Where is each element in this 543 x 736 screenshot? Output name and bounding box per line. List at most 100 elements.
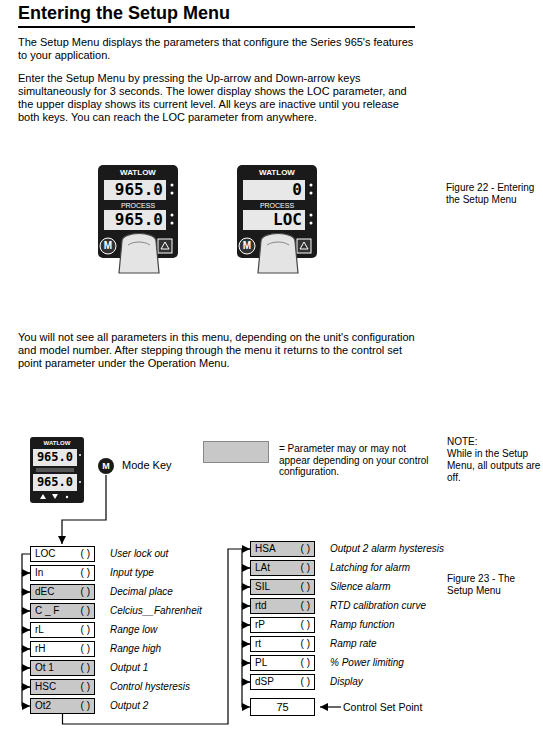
parameter-description: Control hysteresis [110, 681, 190, 693]
flow-arrow [242, 682, 250, 707]
small-controller [30, 437, 84, 503]
parameter-code: rP [255, 619, 265, 631]
flow-arrow [242, 644, 250, 663]
parameter-description: Output 2 [110, 700, 148, 712]
parameter-box: LAt( )Latching for alarm [250, 560, 315, 576]
legend-text: = Parameter may or may not appear depend… [279, 443, 439, 478]
flow-arrow [242, 587, 250, 606]
parameter-code: rL [35, 624, 44, 636]
parameter-box: PL( )% Power limiting [250, 655, 315, 671]
setpoint-value: 75 [276, 701, 288, 713]
legend-swatch [203, 441, 269, 463]
figure-caption: Figure 22 - Entering the Setup Menu [446, 182, 541, 206]
paragraph: You will not see all parameters in this … [18, 331, 418, 370]
parameter-value: ( ) [301, 600, 310, 612]
parameter-value: ( ) [81, 643, 90, 655]
parameter-description: Latching for alarm [330, 562, 410, 574]
parameter-value: ( ) [81, 548, 90, 560]
key-name: Mode Key [122, 459, 212, 472]
flow-arrow [22, 554, 30, 573]
parameter-description: User lock out [110, 548, 168, 560]
parameter-box: rL( )Range low [30, 622, 95, 638]
parameter-code: C _ F [35, 605, 59, 617]
key-label: M [98, 460, 114, 472]
figure-caption: Figure 23 - The Setup Menu [447, 573, 542, 597]
setpoint-box: 75Control Set Point [250, 698, 315, 716]
controller-illustration [98, 165, 178, 273]
parameter-value: ( ) [301, 581, 310, 593]
brand-name: WATLOW [30, 438, 84, 448]
parameter-box: LOC( )User lock out [30, 546, 95, 562]
display-value: 965.0 [33, 450, 76, 465]
flow-arrow [22, 687, 30, 706]
flow-arrow [22, 649, 30, 668]
parameter-description: % Power limiting [330, 657, 404, 669]
parameter-value: ( ) [81, 605, 90, 617]
flow-arrow [22, 611, 30, 630]
parameter-code: In [35, 567, 43, 579]
parameter-description: Silence alarm [330, 581, 391, 593]
display-value: 965.0 [33, 475, 76, 490]
parameter-box: HSC( )Control hysteresis [30, 679, 95, 695]
parameter-value: ( ) [81, 700, 90, 712]
flow-arrow [242, 663, 250, 682]
key-label: M [100, 240, 116, 252]
parameter-box: HSA( )Output 2 alarm hysteresis [250, 541, 315, 557]
parameter-code: SIL [255, 581, 270, 593]
flow-arrow [242, 606, 250, 625]
parameter-description: Ramp rate [330, 638, 377, 650]
parameter-description: Ramp function [330, 619, 394, 631]
parameter-value: ( ) [81, 662, 90, 674]
parameter-description: Input type [110, 567, 154, 579]
parameter-box: rt( )Ramp rate [250, 636, 315, 652]
parameter-box: SIL( )Silence alarm [250, 579, 315, 595]
parameter-description: Range high [110, 643, 161, 655]
flow-arrow [22, 573, 30, 592]
paragraph: Enter the Setup Menu by pressing the Up-… [18, 72, 418, 124]
brand-name: WATLOW [98, 167, 178, 179]
parameter-value: ( ) [81, 586, 90, 598]
parameter-code: rH [35, 643, 46, 655]
flow-arrow [22, 592, 30, 611]
parameter-value: ( ) [301, 562, 310, 574]
mode-key-icon [98, 458, 114, 474]
key-label: M [239, 240, 255, 252]
display-value: LOC [243, 211, 305, 229]
display-value: 965.0 [104, 181, 166, 199]
parameter-description: RTD calibration curve [330, 600, 426, 612]
parameter-box: In( )Input type [30, 565, 95, 581]
parameter-code: Ot 1 [35, 662, 54, 674]
parameter-value: ( ) [301, 638, 310, 650]
brand-name: WATLOW [237, 167, 317, 179]
parameter-code: rt [255, 638, 261, 650]
parameter-value: ( ) [301, 676, 310, 688]
parameter-value: ( ) [81, 624, 90, 636]
pointer-arrow [320, 706, 341, 707]
flow-arrow [22, 630, 30, 649]
note-heading: NOTE: [447, 436, 542, 448]
parameter-code: rtd [255, 600, 267, 612]
parameter-box: rH( )Range high [30, 641, 95, 657]
flow-arrow [242, 568, 250, 587]
parameter-value: ( ) [81, 567, 90, 579]
parameter-description: Output 1 [110, 662, 148, 674]
display-label: PROCESS [237, 201, 317, 210]
parameter-box: rtd( )RTD calibration curve [250, 598, 315, 614]
parameter-value: ( ) [301, 619, 310, 631]
parameter-code: LOC [35, 548, 56, 560]
parameter-description: Output 2 alarm hysteresis [330, 543, 444, 555]
parameter-code: LAt [255, 562, 270, 574]
display-value: 965.0 [104, 211, 166, 229]
parameter-box: Ot 1( )Output 1 [30, 660, 95, 676]
parameter-box: rP( )Ramp function [250, 617, 315, 633]
controller-illustration [237, 165, 317, 273]
parameter-code: PL [255, 657, 267, 669]
parameter-value: ( ) [301, 543, 310, 555]
parameter-box: dSP( )Display [250, 674, 315, 690]
parameter-box: Ot2( )Output 2 [30, 698, 95, 714]
note-text: While in the Setup Menu, all outputs are… [447, 448, 542, 484]
parameter-code: HSC [35, 681, 56, 693]
flow-arrow [242, 625, 250, 644]
parameter-box: dEC( )Decimal place [30, 584, 95, 600]
parameter-description: Celcius__Fahrenheit [110, 605, 202, 617]
